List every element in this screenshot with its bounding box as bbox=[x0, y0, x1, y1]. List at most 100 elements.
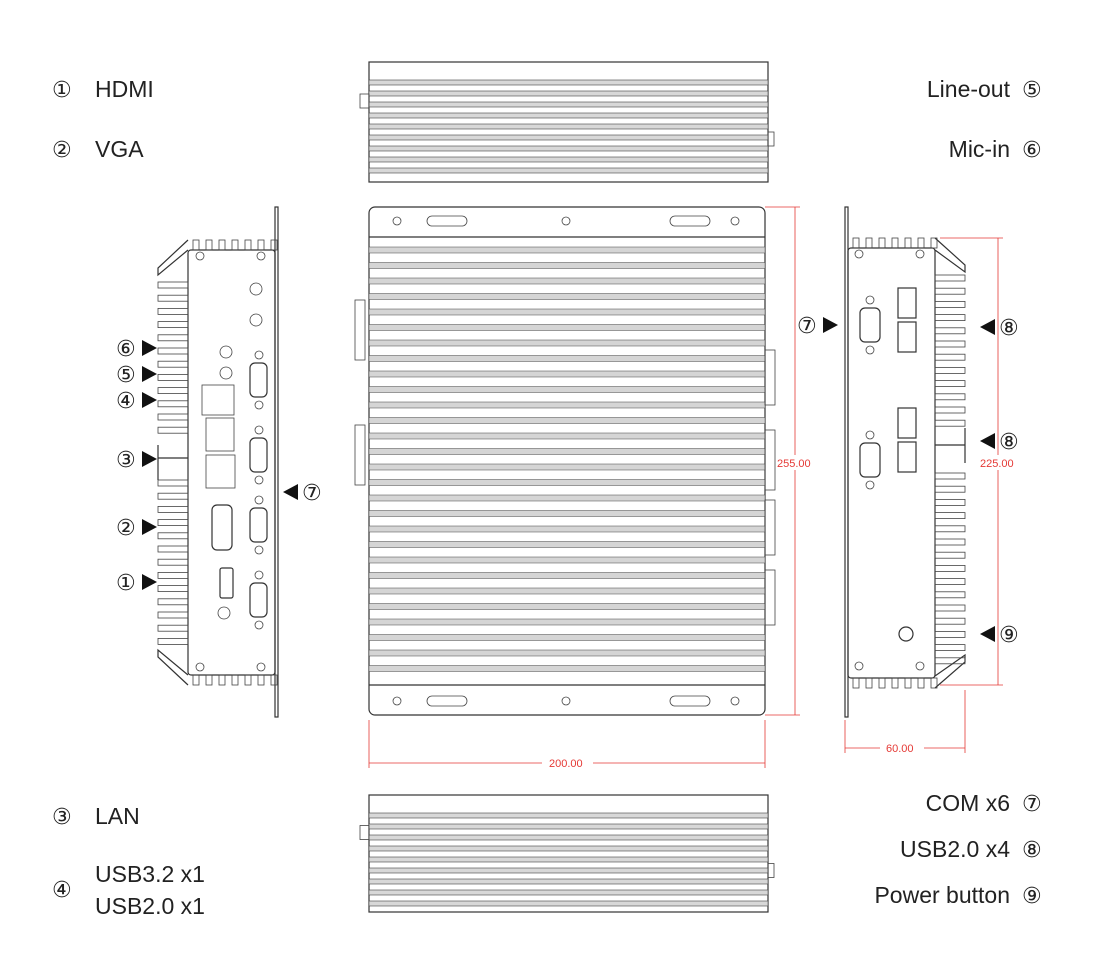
legend-number: ④ bbox=[52, 878, 72, 903]
screw-icon bbox=[915, 661, 925, 671]
dc-jack-icon bbox=[217, 606, 231, 620]
legend-usb-rear: USB2.0 x4 ⑧ bbox=[900, 836, 1042, 863]
heatsink-fin bbox=[368, 634, 766, 641]
callout-arrow-icon bbox=[980, 433, 995, 449]
screw-icon bbox=[254, 350, 264, 360]
rear-panel-view bbox=[844, 206, 966, 718]
screw-icon bbox=[256, 662, 266, 672]
side-port bbox=[764, 429, 776, 491]
heatsink-fin bbox=[930, 677, 938, 689]
heatsink-fin bbox=[934, 353, 966, 361]
heatsink-fin bbox=[878, 237, 886, 249]
screw-icon bbox=[254, 570, 264, 580]
screw-icon bbox=[915, 249, 925, 259]
heatsink-fin bbox=[368, 479, 766, 486]
heatsink-fin bbox=[218, 239, 226, 251]
usb-port-icon bbox=[897, 287, 917, 319]
legend-label: COM x6 bbox=[926, 790, 1010, 816]
heatsink-fin bbox=[244, 239, 252, 251]
heatsink-fin bbox=[157, 492, 189, 500]
mount-tab bbox=[359, 93, 370, 109]
hdmi-port-icon bbox=[219, 567, 234, 599]
screw-icon bbox=[254, 400, 264, 410]
heatsink-fin bbox=[934, 366, 966, 374]
heatsink-fin bbox=[368, 510, 766, 517]
callout-arrow-icon bbox=[142, 574, 157, 590]
heatsink-fin bbox=[157, 307, 189, 315]
heatsink-fin bbox=[368, 572, 766, 579]
legend-mic-in: Mic-in ⑥ bbox=[949, 136, 1042, 163]
screw-icon bbox=[865, 430, 875, 440]
callout-number: ⑨ bbox=[999, 623, 1019, 648]
callout-com-front: ⑦ bbox=[283, 481, 322, 506]
legend-power: Power button ⑨ bbox=[874, 882, 1041, 909]
heatsink-fin bbox=[231, 239, 239, 251]
callout-arrow-icon bbox=[142, 366, 157, 382]
screw-icon bbox=[854, 661, 864, 671]
heatsink-fin bbox=[368, 90, 769, 97]
heatsink-fin bbox=[934, 498, 966, 506]
heatsink-fin bbox=[157, 360, 189, 368]
legend-label: Mic-in bbox=[949, 136, 1010, 162]
heatsink-fin bbox=[157, 373, 189, 381]
com-port-icon bbox=[249, 362, 268, 398]
heatsink-fin bbox=[368, 79, 769, 86]
heatsink-fin bbox=[368, 432, 766, 440]
heatsink-fin bbox=[368, 355, 766, 362]
heatsink-fin bbox=[368, 145, 769, 152]
heatsink-fin bbox=[257, 674, 265, 686]
com-port-icon bbox=[249, 582, 268, 618]
callouts-rear: ⑧⑧⑨ bbox=[980, 316, 1019, 648]
heatsink-fin bbox=[244, 674, 252, 686]
heatsink-fin bbox=[157, 479, 189, 487]
antenna-hole-icon bbox=[249, 282, 263, 296]
heatsink-fin bbox=[934, 512, 966, 519]
heatsink-fin bbox=[934, 591, 966, 599]
callout-arrow-icon bbox=[142, 451, 157, 467]
heatsink-fin bbox=[368, 401, 766, 409]
heatsink-fin bbox=[368, 386, 766, 393]
heatsink-fin bbox=[934, 380, 966, 388]
heatsink-fin bbox=[157, 387, 189, 395]
heatsink-fin bbox=[368, 463, 766, 471]
usb-port-icon bbox=[897, 407, 917, 439]
side-port bbox=[764, 499, 776, 556]
heatsink-fin bbox=[257, 239, 265, 251]
heatsink-fin bbox=[368, 541, 766, 548]
heatsink-fin bbox=[368, 823, 769, 830]
heatsink-fin bbox=[270, 239, 278, 251]
heatsink-fin bbox=[878, 677, 886, 689]
heatsink-fin bbox=[157, 294, 189, 302]
callout-number: ③ bbox=[116, 448, 136, 473]
heatsink-fin bbox=[218, 674, 226, 686]
heatsink-fin bbox=[192, 239, 200, 251]
heatsink-fin bbox=[368, 618, 766, 626]
heatsink-fin bbox=[157, 572, 189, 579]
front-panel-view bbox=[157, 206, 279, 718]
callout-com-rear: ⑦ bbox=[797, 314, 838, 339]
legend-label: USB2.0 x4 bbox=[900, 836, 1010, 862]
mount-hole-icon bbox=[730, 696, 740, 706]
com-port-icon bbox=[859, 307, 881, 343]
heatsink-fin bbox=[368, 556, 766, 564]
heatsink-fin bbox=[934, 617, 966, 625]
side-port bbox=[764, 349, 776, 406]
side-port bbox=[354, 299, 366, 361]
heatsink-fin bbox=[157, 347, 189, 355]
heatsink-fin bbox=[157, 624, 189, 632]
usb-port-icon bbox=[897, 441, 917, 473]
heatsink-fin bbox=[157, 519, 189, 526]
mount-slot-icon bbox=[669, 215, 711, 227]
heatsink-fin bbox=[934, 419, 966, 427]
usb-port-icon bbox=[201, 384, 235, 416]
heatsink-fin bbox=[368, 900, 769, 907]
vga-port-icon bbox=[211, 504, 233, 551]
heatsink-fin bbox=[157, 321, 189, 329]
heatsink-fin bbox=[368, 370, 766, 378]
heatsink-fin bbox=[157, 426, 189, 434]
heatsink-fin bbox=[368, 167, 769, 174]
heatsink-fin bbox=[368, 867, 769, 874]
dimension-label: 255.00 bbox=[777, 458, 811, 470]
heatsink-fin bbox=[934, 300, 966, 308]
